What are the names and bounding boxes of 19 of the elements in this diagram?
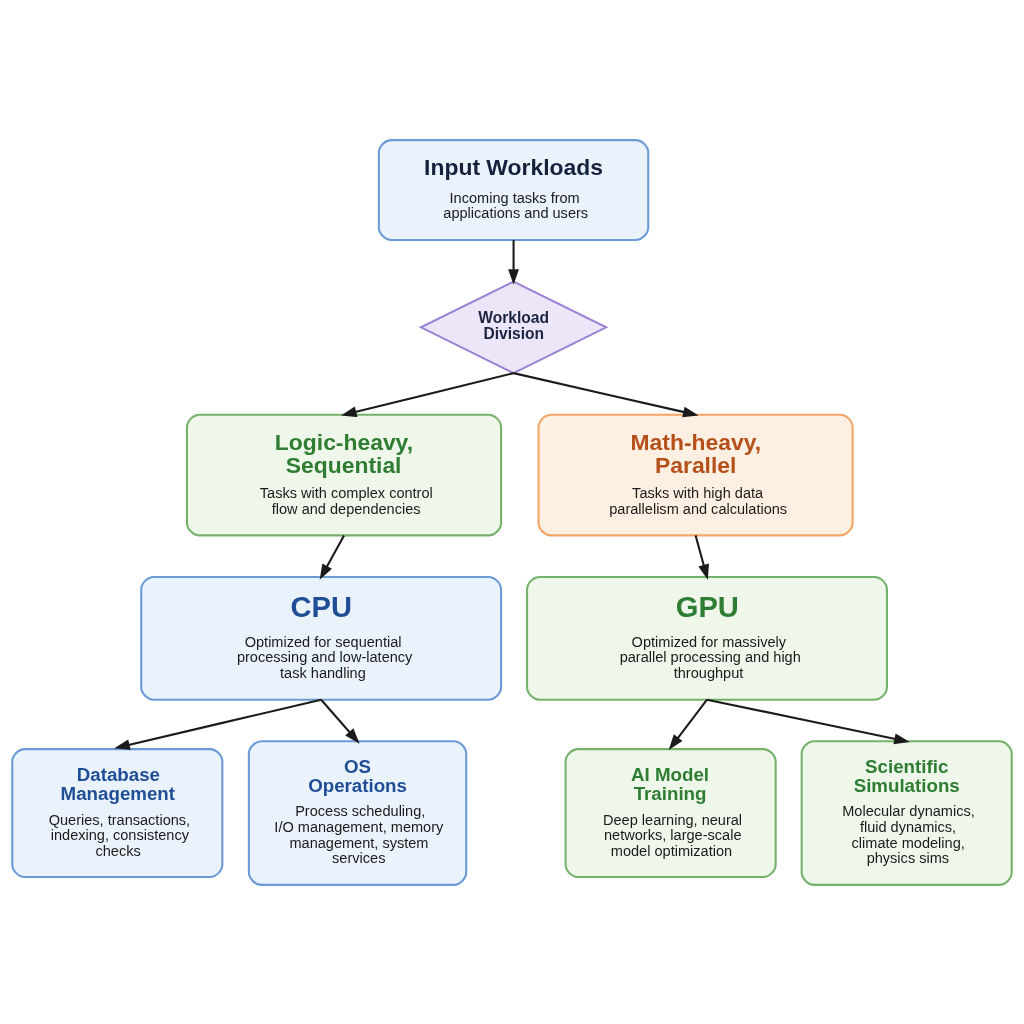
node-box: OS Operations Process scheduling, I/O management, memory management, system services — [247, 739, 468, 886]
node-box: Database Management Queries, transactions, indexing, consistency checks — [11, 747, 224, 878]
arrow — [114, 698, 322, 750]
arrow — [508, 239, 520, 285]
node-box: CPU Optimized for sequential processing and low-latency task handling — [140, 575, 503, 701]
node-box: GPU Optimized for massively parallel processing and high throughput — [526, 575, 888, 701]
node-diamond: Workload Division — [418, 279, 609, 374]
arrow — [513, 371, 699, 417]
arrow — [694, 534, 709, 580]
node-box: Input Workloads Incoming tasks from applications and users — [377, 138, 650, 241]
arrow — [319, 534, 345, 580]
node-box: AI Model Training Deep learning, neural networks, large-scale model optimization — [564, 747, 777, 878]
arrow — [340, 371, 514, 417]
arrow — [320, 698, 360, 744]
node-box: Math-heavy, Parallel Tasks with high data parallelism and calculations — [537, 413, 854, 536]
node-box: Scientific Simulations Molecular dynamics, fluid dynamics, climate modeling, physics sims — [800, 739, 1013, 886]
arrow — [706, 698, 910, 744]
arrow — [668, 698, 708, 750]
node-box: Logic-heavy, Sequential Tasks with complex control flow and dependencies — [185, 413, 503, 536]
